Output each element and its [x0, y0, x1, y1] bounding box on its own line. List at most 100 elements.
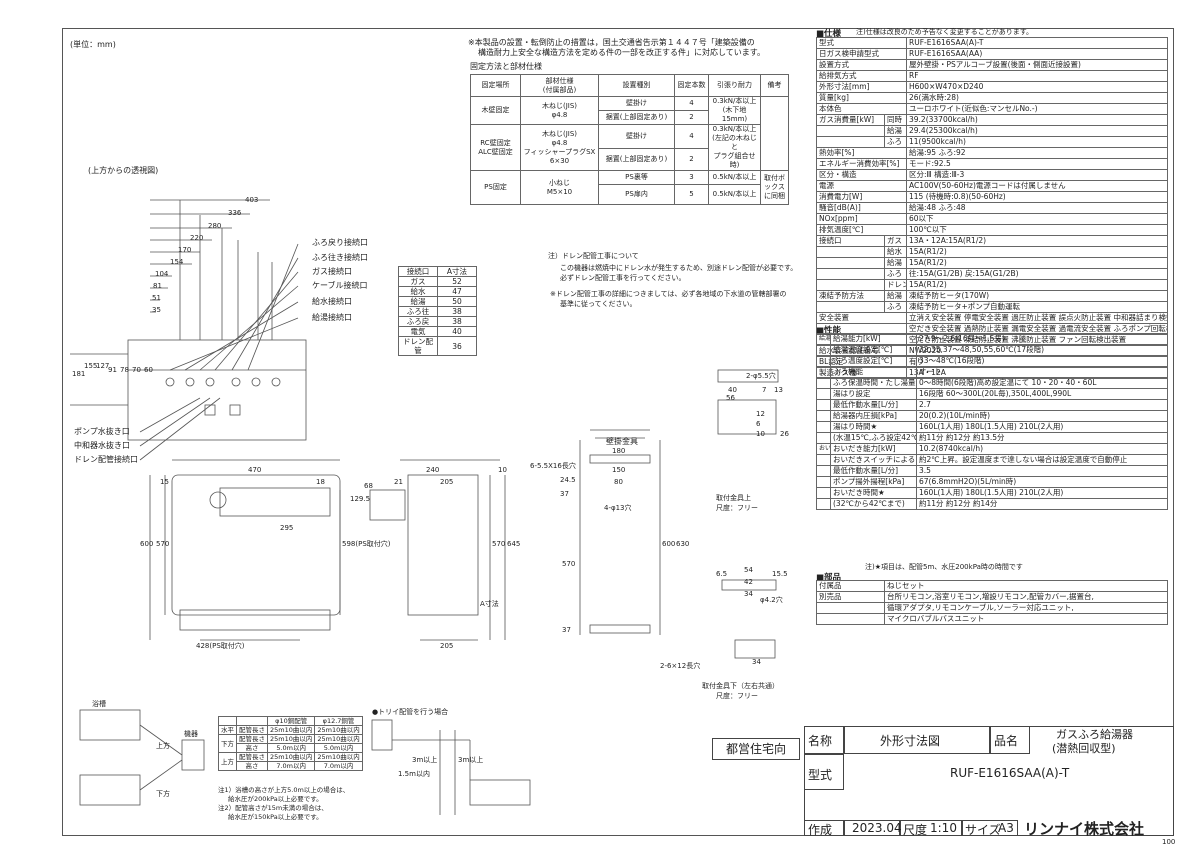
perf-row: 給湯温度設定[℃]32,35,37～48,50,55,60℃(17段階)	[816, 344, 1168, 356]
top-bracket-dim: 56	[726, 394, 735, 402]
perf-label: ふろ機能	[830, 366, 917, 378]
bracket-dim: 4-φ13穴	[604, 504, 632, 512]
perf-label: おいだき	[816, 443, 831, 455]
top-dim: 280	[208, 222, 222, 230]
top-dim: 35	[152, 306, 161, 314]
side-view-outline	[407, 474, 479, 616]
lower-bracket-shape	[589, 624, 651, 634]
bottom-bracket-dim: 34	[744, 590, 753, 598]
pipe-cell: 7.0m以内	[266, 761, 316, 771]
spec-row: NOx[ppm]60以下	[816, 213, 1168, 225]
tb-cell	[990, 726, 1030, 754]
spec-value: 凍結予防ヒータ(170W)	[906, 290, 1168, 302]
bracket-dim: 600	[662, 540, 676, 548]
perf-label	[816, 487, 831, 499]
tb-name-value: 外形寸法図	[880, 734, 941, 748]
spec-value: RUF-E1616SAA(AA)	[906, 48, 1168, 60]
perf-label	[816, 344, 831, 356]
spec-value: 11(9500kcal/h)	[906, 136, 1168, 148]
top-view-outline	[127, 339, 307, 441]
pipe-cell: 25m10曲以内	[266, 734, 316, 744]
spec-row: ふろ往:15A(G1/2B) 戻:15A(G1/2B)	[816, 268, 1168, 280]
spec-value: 26(満水時:28)	[906, 92, 1168, 104]
pipe-note: 注2）配管高さが15m未満の場合は、	[218, 804, 328, 812]
top-dim: 51	[152, 294, 161, 302]
perf-label: おいだきスイッチによるおいだき	[830, 454, 917, 466]
bottom-bracket-dim: 54	[744, 566, 753, 574]
conn-cell: ふろ戻	[398, 316, 438, 327]
bracket-dim: 80	[614, 478, 623, 486]
side-dim: 127	[96, 362, 110, 370]
parts-value: 循環アダプタ,リモコンケーブル,ソーラー対応ユニット,	[884, 602, 1168, 614]
drain-note: この機器は燃焼中にドレン水が発生するため、別途ドレン配管が必要です。	[560, 264, 798, 272]
perf-value: 約2℃上昇。設定温度まで達しない場合は設定温度で自動停止	[916, 454, 1168, 466]
spec-label: 排気温度[℃]	[816, 224, 907, 236]
spec-label	[816, 301, 885, 313]
spec-label	[816, 246, 885, 258]
spec-value: 15A(R1/2)	[906, 246, 1168, 258]
tb-cell	[804, 820, 844, 836]
perf-label: ポンプ揚外揚程[kPa]	[830, 476, 917, 488]
top-note-2: 構造耐力上安全な構造方法を定める件の一部を改正する件」に対応しています。	[478, 48, 765, 57]
bracket-dim: 24.5	[560, 476, 576, 484]
spec-sublabel: 同時	[884, 114, 907, 126]
spec-title: ■仕様	[816, 29, 842, 39]
parts-row: 別売品台所リモコン,浴室リモコン,増設リモコン,配管カバー,据置台,	[816, 591, 1168, 603]
front-dim: 129.5	[350, 495, 371, 503]
parts-label	[816, 613, 885, 625]
bracket-dim: 6-5.5X16長穴	[530, 462, 576, 470]
perf-value: オート	[916, 366, 1168, 378]
spec-label: 質量[kg]	[816, 92, 907, 104]
tb-scale-label: 尺度	[903, 823, 928, 837]
spec-label: 外形寸法[mm]	[816, 81, 907, 93]
perf-label: (水温15℃,ふろ設定42℃)	[830, 432, 917, 444]
conn-cell: 給湯	[398, 296, 438, 307]
spec-value: 115 (待機時:0.8)(50-60Hz)	[906, 191, 1168, 203]
conn-cell: 40	[437, 326, 477, 337]
top-bracket-title: 取付金具上	[716, 494, 751, 502]
side-dim: 60	[144, 366, 153, 374]
bracket-label: 壁掛金具	[606, 437, 638, 446]
fix-cell: 木壁固定	[470, 96, 521, 125]
bracket-dim: 37	[560, 490, 569, 498]
perf-label: ふろ保温時間・たし湯量	[830, 377, 917, 389]
pipe-cell: 上方	[218, 752, 237, 771]
perf-label	[816, 432, 831, 444]
spec-row: エネルギー消費効率[%]モード:92.5	[816, 158, 1168, 170]
perf-table: 給湯・ふろはり給湯能力[kW]27.9～2.6(16号～1.5号)給湯温度設定[…	[816, 333, 1168, 510]
pipe-cell: 5.0m以内	[314, 743, 363, 753]
perf-label: 湯はり時間★	[830, 421, 917, 433]
spec-label	[816, 136, 885, 148]
perf-row: 湯はり時間★160L(1人用) 180L(1.5人用) 210L(2人用)	[816, 421, 1168, 433]
spec-label: 給排気方式	[816, 70, 907, 82]
side-view-dim: A寸法	[480, 600, 499, 608]
top-dim: 336	[228, 209, 242, 217]
top-dim: 104	[155, 270, 169, 278]
fix-title: 固定方法と部材仕様	[470, 62, 542, 71]
spec-note: 注)仕様は改良のため予告なく変更することがあります。	[856, 28, 1034, 36]
tb-model-label: 型式	[808, 768, 833, 782]
side-view-dim: 21	[394, 478, 403, 486]
parts-value: ねじセット	[884, 580, 1168, 592]
tb-cell	[844, 820, 900, 836]
spec-label: 電源	[816, 180, 907, 192]
spec-sublabel: 給湯	[884, 125, 907, 137]
perf-value: 27.9～2.6(16号～1.5号)	[916, 333, 1168, 345]
spec-sublabel: ふろ	[884, 301, 907, 313]
parts-table: 付属品ねじセット別売品台所リモコン,浴室リモコン,増設リモコン,配管カバー,据置…	[816, 580, 1168, 625]
bracket-dim: 37	[562, 626, 571, 634]
conn-cell: 50	[437, 296, 477, 307]
tb-cell	[804, 726, 844, 754]
pipe-cell: 25m10曲以内	[314, 734, 363, 744]
conn-label: ふろ戻り接続口	[312, 238, 368, 247]
side-view-dim: 205	[440, 642, 454, 650]
perf-value: 160L(1人用) 180L(1.5人用) 210L(2人用)	[916, 487, 1168, 499]
fix-cell: 4	[674, 123, 709, 150]
bracket-dim: 630	[676, 540, 690, 548]
perf-label	[816, 399, 831, 411]
